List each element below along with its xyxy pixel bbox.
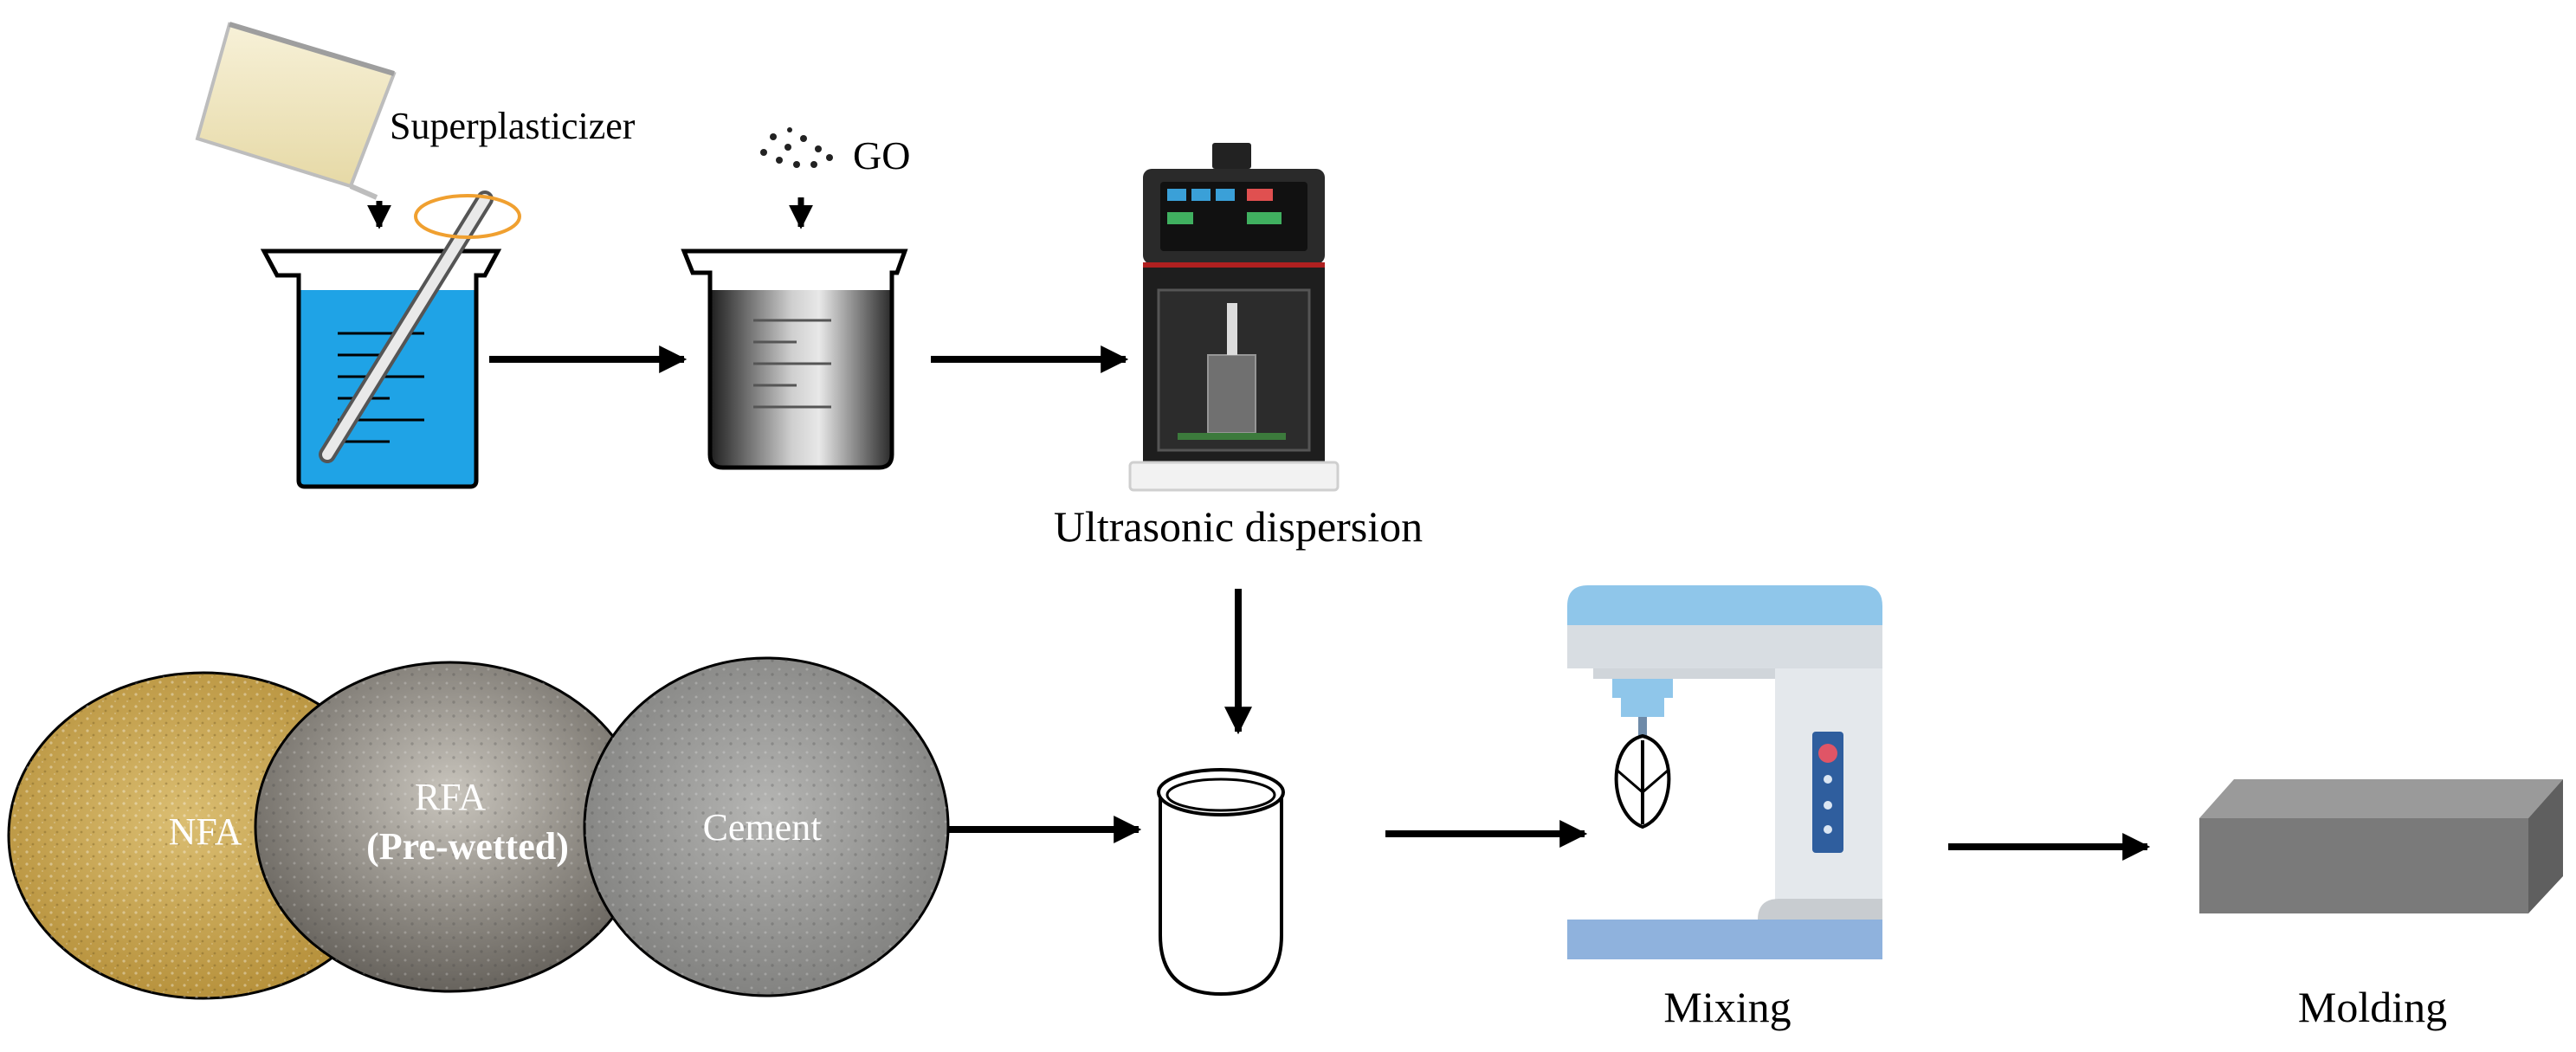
cement-material-icon bbox=[583, 656, 950, 997]
molding-label: Molding bbox=[2298, 983, 2447, 1031]
go-dispersion-beaker-icon bbox=[681, 248, 908, 470]
ultrasonic-dispersion-label: Ultrasonic dispersion bbox=[1054, 502, 1423, 551]
molded-block-icon bbox=[2199, 779, 2563, 913]
superplasticizer-cup-icon bbox=[195, 22, 397, 200]
ultrasonic-device-icon bbox=[1128, 143, 1340, 492]
go-particles-icon bbox=[760, 127, 833, 168]
mixer-machine-icon bbox=[1567, 585, 1882, 959]
mixing-container-icon bbox=[1157, 768, 1285, 997]
rfa-prewetted-label: (Pre-wetted) bbox=[366, 825, 569, 868]
go-label: GO bbox=[853, 133, 910, 177]
mixing-label: Mixing bbox=[1663, 983, 1791, 1031]
superplasticizer-label: Superplasticizer bbox=[390, 105, 636, 147]
water-beaker-icon bbox=[260, 190, 521, 489]
nfa-label: NFA bbox=[169, 810, 242, 853]
cement-label: Cement bbox=[703, 806, 822, 849]
rfa-label: RFA bbox=[415, 776, 487, 818]
rfa-material-icon bbox=[254, 661, 647, 993]
